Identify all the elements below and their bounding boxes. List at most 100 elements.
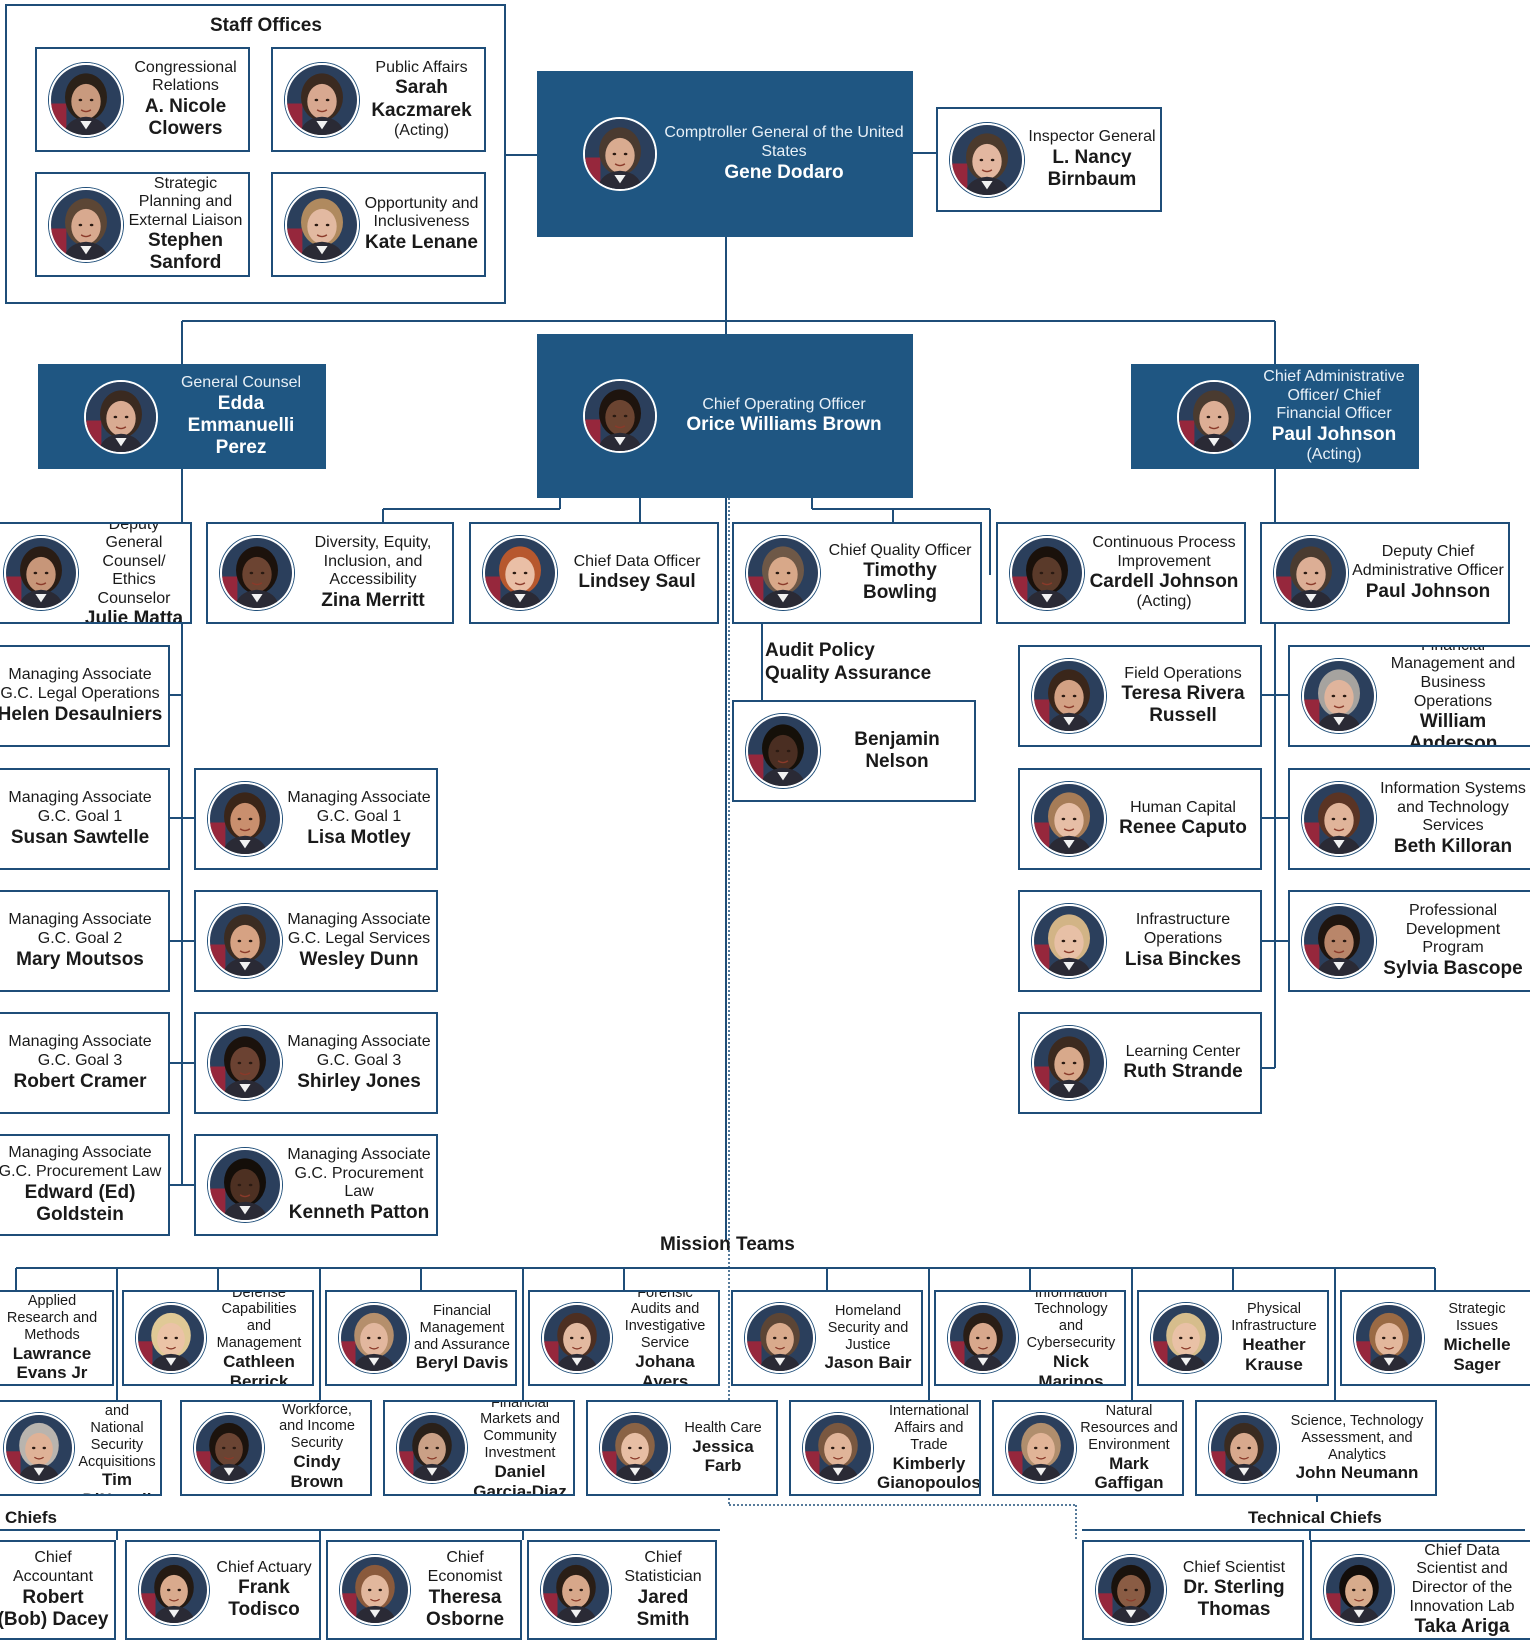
- person-name: Edda Emmanuelli Perez: [187, 392, 295, 458]
- position-title: General Counsel: [180, 374, 302, 392]
- position-title: Opportunity and Inclusiveness: [364, 194, 479, 231]
- position-title: Deputy General Counsel/ Ethics Counselor: [97, 522, 171, 607]
- portrait-photo: [583, 117, 657, 191]
- portrait-photo: [208, 904, 282, 978]
- node-it-cyber: Information Technology and Cybersecurity…: [934, 1290, 1126, 1386]
- person-name: Michelle Sager: [1443, 1335, 1511, 1374]
- position-title: Strategic Planning and External Liaison: [128, 174, 243, 229]
- position-title: Managing Associate G.C. Goal 3: [287, 1033, 431, 1069]
- person-name: Nick Marinos: [1038, 1351, 1104, 1386]
- node-contracting: Contracting and National Security Acquis…: [0, 1400, 162, 1496]
- person-name: Benjamin Nelson: [854, 728, 940, 772]
- person-name: Stephen Sanford: [148, 230, 223, 274]
- position-title: Information Technology and Cybersecurity: [1026, 1290, 1116, 1352]
- position-title: Diversity, Equity, Inclusion, and Access…: [314, 534, 432, 589]
- acting-note: (Acting): [393, 121, 450, 139]
- person-name: Beth Killoran: [1393, 835, 1513, 857]
- portrait-photo: [483, 536, 557, 610]
- portrait-photo: [339, 1303, 409, 1373]
- position-title: Physical Infrastructure: [1231, 1301, 1317, 1335]
- portrait-photo: [49, 62, 123, 137]
- person-name: Jessica Farb: [692, 1436, 754, 1476]
- person-name: Frank Todisco: [228, 1577, 300, 1621]
- person-name: Mark Gaffigan: [1094, 1453, 1164, 1493]
- portrait-photo: [1302, 782, 1376, 856]
- person-name: Zina Merritt: [321, 589, 425, 611]
- portrait-photo: [220, 536, 294, 610]
- position-title: Chief Scientist: [1182, 1558, 1286, 1576]
- position-title: Inspector General: [1028, 128, 1156, 146]
- node-financial-mgmt: Financial Management and Business Operat…: [1288, 645, 1530, 747]
- person-name: Timothy Bowling: [863, 560, 937, 604]
- position-title: Applied Research and Methods: [6, 1293, 98, 1343]
- portrait-photo: [208, 1148, 282, 1222]
- person-name: Daniel Garcia-Diaz: [473, 1461, 567, 1496]
- position-title: Deputy Chief Administrative Officer: [1352, 543, 1504, 579]
- position-title: International Affairs and Trade: [889, 1403, 969, 1453]
- node-deputy-gc: Deputy General Counsel/ Ethics Counselor…: [0, 522, 192, 624]
- person-name: Renee Caputo: [1119, 817, 1247, 839]
- node-benjamin: Benjamin Nelson: [732, 700, 976, 802]
- portrait-photo: [84, 379, 158, 454]
- acting-note: (Acting): [1306, 446, 1362, 464]
- person-name: Kenneth Patton: [288, 1201, 430, 1223]
- portrait-photo: [600, 1413, 670, 1483]
- person-name: Robert (Bob) Dacey: [0, 1586, 109, 1630]
- position-title: Continuous Process Improvement: [1092, 534, 1236, 570]
- portrait-photo: [49, 187, 123, 262]
- portrait-photo: [1177, 379, 1251, 454]
- position-title: Congressional Relations: [134, 58, 237, 95]
- technical-chiefs-heading: Technical Chiefs: [1248, 1508, 1382, 1527]
- person-name: Julie Matta: [84, 608, 184, 624]
- position-title: Forensic Audits and Investigative Servic…: [624, 1290, 706, 1352]
- portrait-photo: [139, 1555, 209, 1625]
- person-name: Robert Cramer: [13, 1070, 147, 1092]
- mission-teams-heading: Mission Teams: [660, 1234, 795, 1255]
- portrait-photo: [194, 1413, 264, 1483]
- person-name: Lisa Binckes: [1124, 948, 1242, 970]
- portrait-photo: [285, 62, 359, 137]
- portrait-photo: [1032, 782, 1106, 856]
- portrait-photo: [1151, 1303, 1221, 1373]
- position-title: Defense Capabilities and Management: [216, 1290, 302, 1352]
- portrait-photo: [4, 536, 78, 610]
- position-title: Managing Associate G.C. Legal Operations: [0, 666, 160, 702]
- portrait-photo: [1324, 1555, 1394, 1625]
- portrait-photo: [1274, 536, 1348, 610]
- person-name: Wesley Dunn: [299, 948, 419, 970]
- position-title: Chief Statistician: [624, 1549, 702, 1585]
- person-name: Kate Lenane: [365, 232, 478, 254]
- person-name: Lindsey Saul: [578, 571, 696, 593]
- node-science-tech: Science, Technology Assessment, and Anal…: [1195, 1400, 1437, 1496]
- portrait-photo: [1096, 1555, 1166, 1625]
- portrait-photo: [340, 1555, 410, 1625]
- position-title: Science, Technology Assessment, and Anal…: [1290, 1412, 1424, 1463]
- position-title: Chief Accountant: [12, 1549, 94, 1585]
- person-name: Mary Moutsos: [16, 948, 144, 970]
- person-name: A. Nicole Clowers: [144, 96, 227, 140]
- position-title: Information Systems and Technology Servi…: [1380, 780, 1526, 835]
- person-name: Ruth Strande: [1123, 1061, 1243, 1083]
- position-title: Health Care: [684, 1419, 762, 1436]
- position-title: Managing Associate G.C. Legal Services: [287, 911, 431, 947]
- position-title: Natural Resources and Environment: [1080, 1403, 1178, 1453]
- node-chief-data-scientist: Chief Data Scientist and Director of the…: [1310, 1540, 1530, 1640]
- position-title: Managing Associate G.C. Goal 2: [8, 911, 152, 947]
- portrait-photo: [1354, 1303, 1424, 1373]
- person-name: Sarah Kaczmarek: [371, 77, 472, 121]
- portrait-photo: [285, 187, 359, 262]
- person-name: Tim DiNapoli: [83, 1470, 152, 1494]
- position-title: Chief Data Officer: [573, 552, 701, 570]
